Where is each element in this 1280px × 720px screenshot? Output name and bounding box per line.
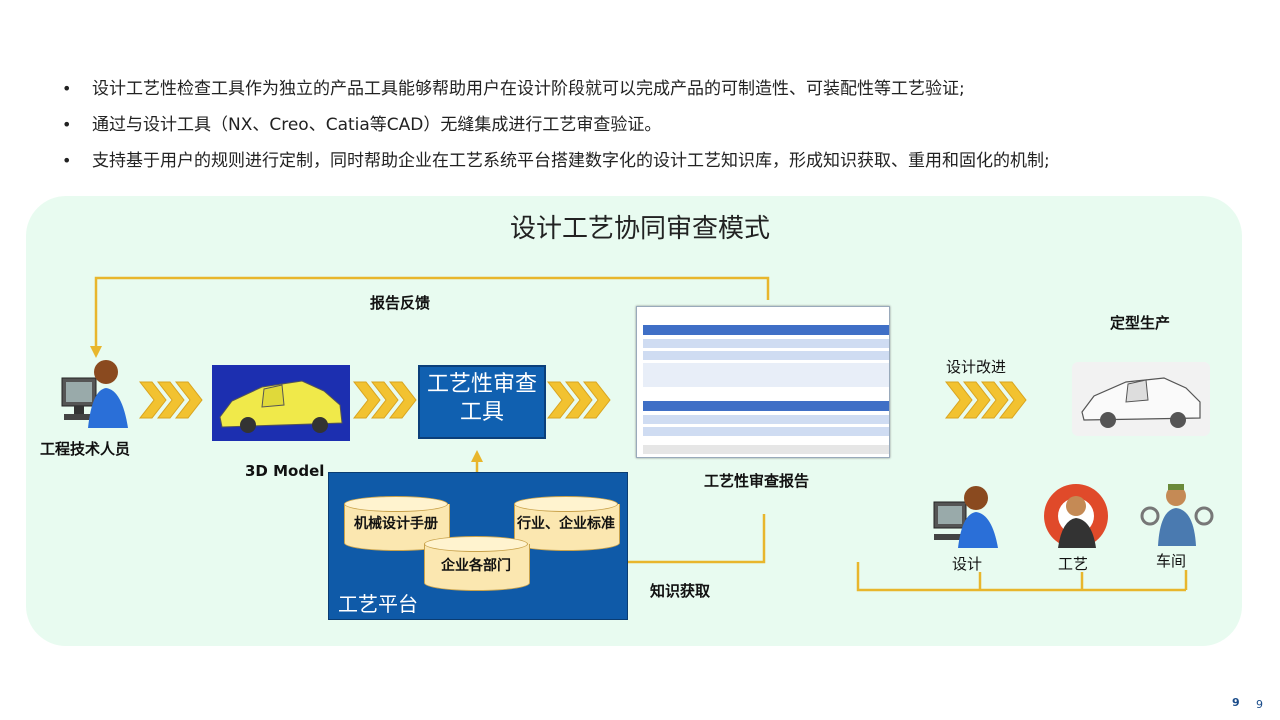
- chevron-arrow-4: [944, 381, 1027, 419]
- improve-label: 设计改进: [946, 358, 1007, 376]
- bullet-item: 通过与设计工具（NX、Creo、Catia等CAD）无缝集成进行工艺审查验证。: [60, 114, 1220, 150]
- engineer-icon: [61, 360, 128, 428]
- db-departments-label: 企业各部门: [441, 558, 511, 574]
- chevron-arrow-1: [138, 381, 203, 419]
- review-tool-box: 工艺性审查工具: [418, 365, 546, 439]
- production-label: 定型生产: [1110, 314, 1171, 332]
- role-shop-label: 车间: [1156, 552, 1187, 570]
- db-standards: 行业、企业标准: [514, 496, 620, 556]
- knowledge-label: 知识获取: [650, 582, 711, 600]
- report-thumbnail: [636, 306, 890, 458]
- chevron-arrow-3: [546, 381, 611, 419]
- platform-label: 工艺平台: [338, 592, 418, 616]
- production-car-image: [1072, 362, 1210, 436]
- db-departments: 企业各部门: [424, 536, 530, 596]
- bullet-list: 设计工艺性检查工具作为独立的产品工具能够帮助用户在设计阶段就可以完成产品的可制造…: [60, 78, 1220, 186]
- designer-icon: [933, 486, 998, 548]
- page-number-small: 9: [1256, 698, 1263, 711]
- diagram-title: 设计工艺协同审查模式: [509, 214, 770, 244]
- report-label: 工艺性审查报告: [704, 472, 810, 490]
- arrow-head-down: [90, 346, 102, 358]
- process-worker-icon: [1044, 484, 1108, 548]
- page-number: 9: [1232, 696, 1240, 709]
- arrow-head-up: [471, 450, 483, 462]
- chevron-arrow-2: [352, 381, 417, 419]
- db-mechanical-label: 机械设计手册: [354, 516, 438, 532]
- db-standards-label: 行业、企业标准: [517, 516, 615, 532]
- feedback-label: 报告反馈: [370, 294, 431, 312]
- role-process-label: 工艺: [1058, 555, 1089, 573]
- car-model-image: [212, 365, 350, 441]
- bullet-item: 支持基于用户的规则进行定制，同时帮助企业在工艺系统平台搭建数字化的设计工艺知识库…: [60, 150, 1220, 186]
- role-design-label: 设计: [952, 555, 983, 573]
- roles-line: [856, 562, 1186, 592]
- feedback-line: [94, 276, 770, 346]
- bullet-item: 设计工艺性检查工具作为独立的产品工具能够帮助用户在设计阶段就可以完成产品的可制造…: [60, 78, 1220, 114]
- engineer-label: 工程技术人员: [40, 440, 131, 458]
- shop-worker-icon: [1140, 484, 1214, 546]
- model-label: 3D Model: [245, 462, 325, 480]
